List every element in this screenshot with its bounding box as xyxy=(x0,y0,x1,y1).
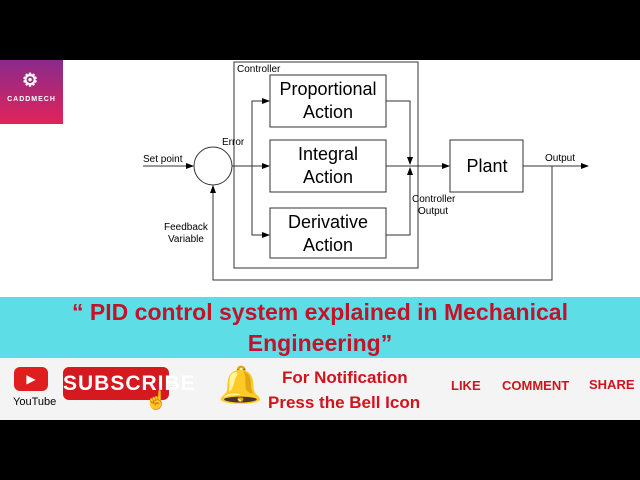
output-label: Output xyxy=(545,153,575,164)
integral-label-2: Action xyxy=(303,167,353,187)
comment-label[interactable]: COMMENT xyxy=(502,378,570,393)
controller-output-label: Controller xyxy=(412,194,456,205)
cta-strip: ▶ YouTube SUBSCRIBE ☝ 🔔 For Notification… xyxy=(0,358,640,420)
feedback-label: Feedback xyxy=(164,222,209,233)
pid-block-diagram: Controller Set point Error Output Contro… xyxy=(143,61,589,281)
share-label[interactable]: SHARE xyxy=(589,377,635,392)
title-line-1: “ PID control system explained in Mechan… xyxy=(72,299,568,325)
controller-label: Controller xyxy=(237,64,281,75)
notification-text-2: Press the Bell Icon xyxy=(268,393,421,412)
proportional-label-2: Action xyxy=(303,102,353,122)
youtube-icon[interactable]: ▶ xyxy=(14,367,48,391)
logo-text: CADDMECH xyxy=(7,96,56,103)
derivative-box xyxy=(269,207,387,259)
derivative-label-2: Action xyxy=(303,235,353,255)
title-line-2: Engineering” xyxy=(247,330,393,356)
set-point-label: Set point xyxy=(143,154,183,165)
controller-output-label-2: Output xyxy=(418,206,448,217)
youtube-label: YouTube xyxy=(13,396,57,408)
title-band: “ PID control system explained in Mechan… xyxy=(0,297,640,358)
feedback-label-2: Variable xyxy=(168,234,204,245)
derivative-label: Derivative xyxy=(288,212,368,232)
summing-junction xyxy=(193,146,233,186)
error-label: Error xyxy=(222,137,245,148)
controller-box xyxy=(233,61,419,269)
like-label[interactable]: LIKE xyxy=(451,378,481,393)
subscribe-button[interactable]: SUBSCRIBE xyxy=(63,367,195,400)
proportional-label: Proportional xyxy=(279,79,376,99)
caddmech-logo: ⚙CADDMECH xyxy=(0,60,63,124)
integral-label: Integral xyxy=(298,144,358,164)
bell-icon: 🔔 xyxy=(218,364,263,405)
plant-label: Plant xyxy=(466,156,507,176)
thumbnail: ⚙CADDMECH Controller Set point Error Out… xyxy=(0,60,640,420)
notification-text-1: For Notification xyxy=(282,368,408,387)
hand-cursor-icon: ☝ xyxy=(145,390,168,410)
